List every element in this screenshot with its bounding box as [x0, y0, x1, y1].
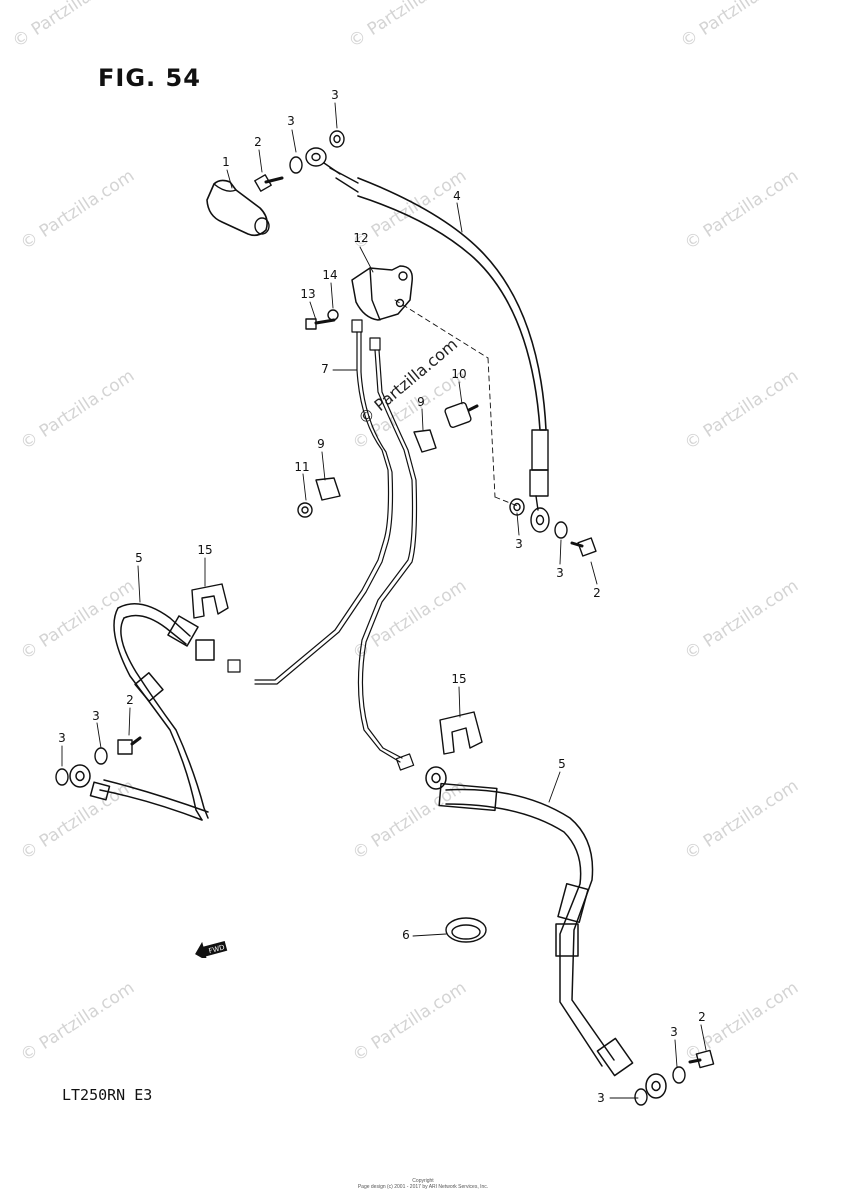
- figure-title: FIG. 54: [98, 64, 201, 92]
- fwd-arrow-icon: FWD: [195, 940, 228, 958]
- callout-c15a: 15: [197, 543, 213, 557]
- part-cap-boot: [206, 179, 270, 237]
- callout-c3c: 3: [515, 537, 523, 551]
- grommet: [444, 401, 479, 429]
- callout-c10: 10: [451, 367, 467, 381]
- brake-pipe: [227, 319, 418, 771]
- svg-text:FWD: FWD: [208, 943, 226, 955]
- callout-c4: 4: [453, 189, 461, 203]
- callout-c7: 7: [321, 362, 329, 376]
- bolt-top: [254, 174, 284, 192]
- leader-lines: [61, 102, 707, 1099]
- callout-c5b: 5: [558, 757, 566, 771]
- bolt-right: [570, 537, 597, 557]
- callout-c2a: 2: [254, 135, 262, 149]
- callout-c6: 6: [402, 928, 410, 942]
- callout-c2d: 2: [698, 1010, 706, 1024]
- callout-c3a: 3: [287, 114, 295, 128]
- bolt-left: [117, 736, 142, 755]
- callout-c3f: 3: [58, 731, 66, 745]
- clamps: [315, 429, 437, 501]
- callout-c3d: 3: [556, 566, 564, 580]
- callout-c3b: 3: [331, 88, 339, 102]
- hose-left: [69, 603, 215, 821]
- callout-c3e: 3: [92, 709, 100, 723]
- callout-c1: 1: [222, 155, 230, 169]
- copyright-line-2: Page design (c) 2001 - 2017 by ARI Netwo…: [357, 1184, 489, 1190]
- callout-c15b: 15: [451, 672, 467, 686]
- callout-c2c: 2: [126, 693, 134, 707]
- callout-c2b: 2: [593, 586, 601, 600]
- copyright-line-1: Copyright: [412, 1178, 434, 1184]
- hose-right: [425, 766, 667, 1099]
- copyright-footer: Copyright Page design (c) 2001 - 2017 by…: [0, 1178, 846, 1190]
- hose-upper: [305, 147, 550, 533]
- model-code: LT250RN E3: [62, 1086, 153, 1104]
- bolt-bottom: [688, 1049, 715, 1069]
- bracket: [351, 265, 413, 321]
- callout-c11: 11: [294, 460, 310, 474]
- callout-c12: 12: [353, 231, 369, 245]
- bolt-13: [305, 318, 336, 330]
- callout-c3h: 3: [597, 1091, 605, 1105]
- callout-c9a: 9: [417, 395, 425, 409]
- callout-c3g: 3: [670, 1025, 678, 1039]
- callout-c13: 13: [300, 287, 316, 301]
- callout-c5a: 5: [135, 551, 143, 565]
- callout-c14: 14: [322, 268, 338, 282]
- callout-c9b: 9: [317, 437, 325, 451]
